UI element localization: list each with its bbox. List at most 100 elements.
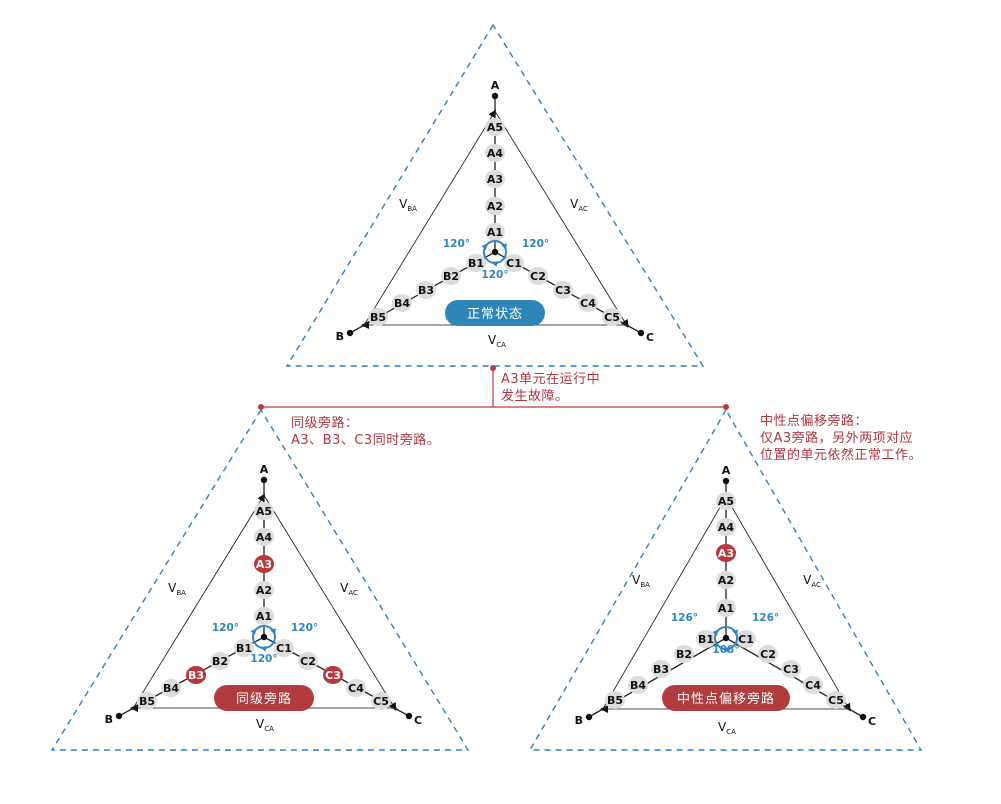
unit-a3: A3 [485, 170, 505, 188]
vac-arrow [724, 495, 851, 712]
dashed-frame [285, 23, 705, 367]
unit-b4: B4 [628, 676, 648, 694]
terminal-a-dot [722, 477, 730, 485]
unit-disc [416, 281, 436, 299]
vac-arrow [494, 110, 629, 328]
unit-c1: C1 [504, 254, 524, 272]
unit-a5: A5 [716, 492, 736, 510]
state-badge: 正常状态 [445, 300, 545, 326]
unit-disc [758, 645, 778, 663]
unit-disc [736, 630, 756, 648]
unit-c2: C2 [528, 267, 548, 285]
unit-b5: B5 [605, 691, 625, 709]
phase-angles: 120°120°120° [212, 622, 318, 665]
unit-b1: B1 [234, 639, 254, 657]
voltage-label-ca: VCA [256, 717, 274, 733]
unit-disc [254, 502, 274, 520]
vba-arrow [601, 494, 728, 711]
unit-label: C3 [783, 663, 799, 676]
unit-disc [371, 692, 391, 710]
unit-c4: C4 [803, 676, 823, 694]
unit-disc [298, 652, 318, 670]
unit-disc [826, 691, 846, 709]
unit-disc [553, 281, 573, 299]
unit-c3: C3 [553, 281, 573, 299]
unit-label: C1 [738, 633, 754, 646]
unit-disc [441, 267, 461, 285]
terminal-b-dot [115, 712, 123, 720]
vac-arrow [263, 494, 397, 711]
unit-disc [716, 544, 736, 562]
unit-b5: B5 [137, 692, 157, 710]
unit-a1: A1 [716, 599, 736, 617]
unit-disc [137, 692, 157, 710]
badge-pill [214, 685, 314, 711]
unit-disc [254, 607, 274, 625]
unit-label: C4 [348, 682, 364, 695]
unit-label: C2 [530, 270, 546, 283]
voltage-label-ac: VAC [340, 581, 358, 597]
unit-label: A5 [487, 121, 503, 134]
unit-c1: C1 [274, 639, 294, 657]
unit-disc [254, 528, 274, 546]
unit-c4: C4 [578, 294, 598, 312]
unit-a4: A4 [716, 518, 736, 536]
phase-angles: 120°120°120° [443, 238, 549, 281]
unit-disc [234, 639, 254, 657]
angle-arrow [270, 628, 277, 635]
angle-arrow [481, 243, 488, 251]
unit-b2: B2 [441, 267, 461, 285]
unit-c3: C3 [781, 660, 801, 678]
phase-angles: 126°126°108° [671, 612, 779, 656]
unit-b3: B3 [651, 660, 671, 678]
terminal-a-dot [491, 92, 499, 100]
unit-label: A4 [718, 521, 735, 534]
angle-arrow [712, 629, 719, 637]
voltage-label-ac: VAC [803, 573, 821, 589]
neutral-dot [260, 633, 268, 641]
unit-label: C5 [828, 694, 844, 707]
unit-a5: A5 [485, 118, 505, 136]
neutral-shift-note-line2: 位置的单元依然正常工作。 [760, 448, 923, 463]
unit-disc [254, 581, 274, 599]
neutral-point [481, 240, 508, 267]
unit-disc [716, 599, 736, 617]
badge-label: 正常状态 [467, 307, 523, 322]
dashed-frame [528, 408, 923, 751]
unit-c2: C2 [298, 652, 318, 670]
unit-label: C3 [325, 669, 341, 682]
unit-b1: B1 [466, 254, 486, 272]
unit-label: A2 [487, 200, 503, 213]
unit-label: C2 [300, 655, 316, 668]
terminal-b-label: B [105, 713, 113, 726]
unit-label: A2 [718, 574, 734, 587]
angle-label-right: 120° [291, 622, 318, 634]
diagram-normal: A1A2A3A4A5B1B2B3B4B5C1C2C3C4C5120°120°12… [285, 23, 705, 367]
unit-b3: B3 [416, 281, 436, 299]
unit-label: B2 [676, 648, 692, 661]
unit-disc [346, 679, 366, 697]
badge-label: 同级旁路 [236, 691, 292, 707]
terminal-a-dot [260, 476, 268, 484]
same-level-note-title: 同级旁路： [291, 416, 359, 431]
unit-c1: C1 [736, 630, 756, 648]
unit-label: C2 [760, 648, 776, 661]
angle-arrow [732, 629, 739, 636]
unit-label: C1 [506, 257, 522, 270]
connector-dot-right [723, 404, 729, 410]
terminal-a-label: A [260, 463, 269, 476]
unit-label: A4 [256, 531, 273, 544]
neutral-shift-note: 中性点偏移旁路： 仅A3旁路，另外两项对应 位置的单元依然正常工作。 [760, 413, 922, 464]
state-badge: 同级旁路 [214, 685, 314, 711]
unit-c5: C5 [371, 692, 391, 710]
neutral-shift-note-line1: 仅A3旁路，另外两项对应 [760, 431, 914, 446]
unit-label: C1 [276, 642, 292, 655]
unit-label: B2 [212, 655, 228, 668]
terminal-b-dot [346, 329, 354, 337]
